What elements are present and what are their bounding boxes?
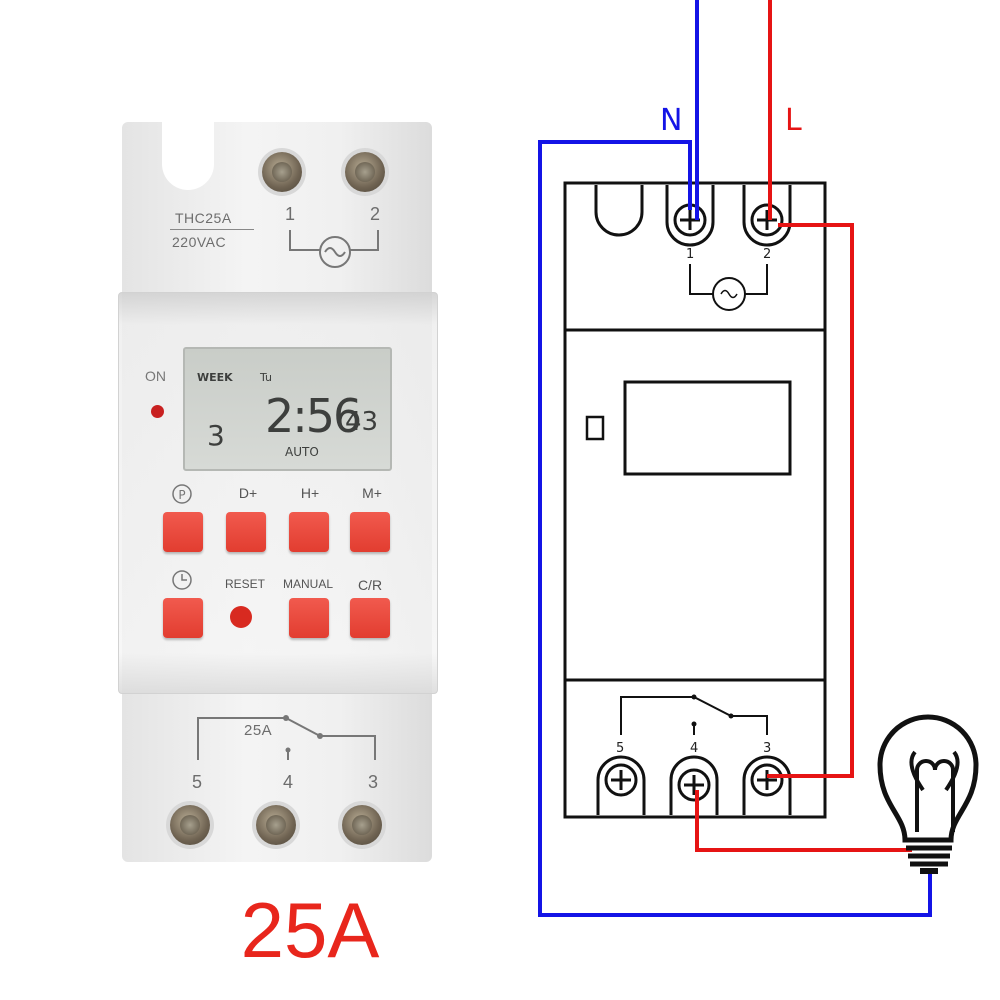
minute-plus-button[interactable] bbox=[350, 512, 390, 552]
lcd-day: Tu bbox=[260, 371, 273, 384]
button-label-h-plus: H+ bbox=[300, 485, 320, 501]
diagram-terminal-label-5: 5 bbox=[616, 741, 624, 756]
button-label-manual: MANUAL bbox=[282, 577, 333, 591]
screw-terminal-3-icon bbox=[342, 805, 382, 845]
switched-live-wire bbox=[695, 790, 912, 852]
program-button[interactable] bbox=[163, 512, 203, 552]
manual-button[interactable] bbox=[289, 598, 329, 638]
diagram-terminal-4-housing bbox=[669, 755, 719, 815]
bottom-terminal-label-5: 5 bbox=[192, 772, 203, 792]
bottom-terminal-label-4: 4 bbox=[283, 772, 294, 792]
indicator-label: ON bbox=[145, 368, 166, 384]
neutral-label: N bbox=[660, 103, 682, 138]
light-bulb-icon bbox=[877, 714, 979, 874]
svg-text:P: P bbox=[178, 488, 185, 502]
button-label-m-plus: M+ bbox=[362, 485, 382, 501]
diagram-terminal-label-3: 3 bbox=[763, 741, 771, 756]
lcd-week-label: WEEK bbox=[197, 371, 233, 384]
clock-icon bbox=[172, 570, 192, 590]
reset-button[interactable] bbox=[230, 606, 252, 628]
diagram-terminal-5-housing bbox=[596, 755, 646, 815]
day-plus-button[interactable] bbox=[226, 512, 266, 552]
lcd-seconds: 43 bbox=[345, 407, 379, 437]
clear-recall-button[interactable] bbox=[350, 598, 390, 638]
lcd-weekday-digit: 3 bbox=[207, 419, 225, 452]
lcd-display: WEEK Tu 2:56 43 3 AUTO bbox=[183, 347, 392, 471]
diagram-terminal-label-1: 1 bbox=[686, 247, 694, 262]
power-indicator-led bbox=[151, 405, 164, 418]
bottom-terminal-label-3: 3 bbox=[368, 772, 379, 792]
hour-plus-button[interactable] bbox=[289, 512, 329, 552]
diagram-coil-wire bbox=[689, 264, 768, 295]
diagram-coil-symbol bbox=[712, 277, 746, 311]
diagram-display-window bbox=[623, 380, 792, 476]
diagram-indicator bbox=[585, 415, 605, 441]
screw-terminal-5-icon bbox=[170, 805, 210, 845]
diagram-terminal-label-2: 2 bbox=[763, 247, 771, 262]
diagram-relay-switch bbox=[620, 696, 768, 735]
screw-terminal-1-icon bbox=[262, 152, 302, 192]
program-icon: P bbox=[172, 484, 192, 504]
clock-button[interactable] bbox=[163, 598, 203, 638]
diagram-mount-notch bbox=[594, 185, 644, 237]
power-symbol-icon bbox=[289, 230, 379, 268]
diagram-terminal-2-housing bbox=[742, 185, 792, 247]
button-label-d-plus: D+ bbox=[238, 485, 258, 501]
top-terminal-label-1: 1 bbox=[285, 204, 296, 224]
top-terminal-label-2: 2 bbox=[370, 204, 381, 224]
lcd-mode: AUTO bbox=[285, 445, 319, 459]
relay-contact-symbol-icon bbox=[197, 715, 376, 760]
neutral-wire-to-lamp bbox=[538, 140, 932, 917]
screw-terminal-2-icon bbox=[345, 152, 385, 192]
live-wire-jumper bbox=[767, 223, 854, 778]
lcd-time: 2:56 bbox=[265, 389, 362, 443]
screw-terminal-4-icon bbox=[256, 805, 296, 845]
voltage-label: 220VAC bbox=[172, 234, 227, 250]
diagram-terminal-3-housing bbox=[742, 755, 792, 815]
model-label: THC25A bbox=[175, 210, 232, 226]
diagram-terminal-label-4: 4 bbox=[690, 741, 698, 756]
model-divider bbox=[170, 229, 254, 230]
current-rating-caption: 25A bbox=[240, 886, 380, 974]
mounting-notch bbox=[162, 118, 214, 190]
live-label: L bbox=[785, 103, 802, 138]
button-label-clear-recall: C/R bbox=[357, 577, 383, 593]
diagram-terminal-1-housing bbox=[665, 185, 715, 247]
relay-rating-label: 25A bbox=[244, 722, 273, 739]
button-label-reset: RESET bbox=[224, 577, 265, 591]
